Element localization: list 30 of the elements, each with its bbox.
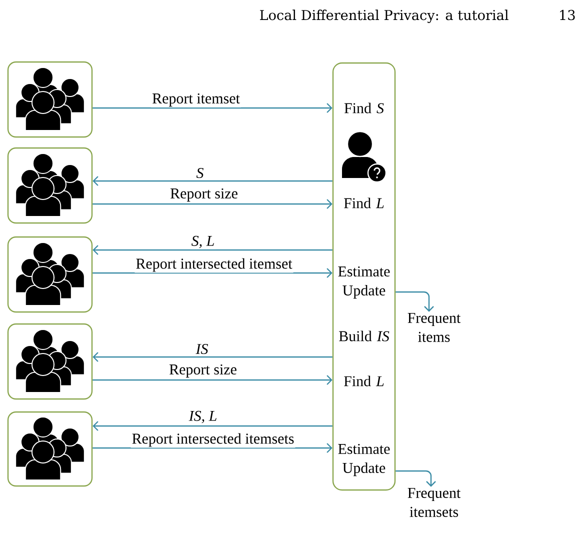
edge-label: Report size	[169, 187, 239, 203]
arrow	[396, 291, 434, 312]
arrow	[92, 375, 332, 385]
step-label: Find L	[344, 376, 384, 386]
arrow	[92, 103, 332, 113]
step-label: Estimate Update	[338, 444, 390, 476]
arrow	[396, 470, 436, 487]
step-label: Find S	[344, 102, 384, 114]
output-label: Frequent items	[408, 313, 461, 342]
edge-label: S, L	[190, 234, 216, 250]
arrow	[92, 443, 332, 453]
edge-label: Report size	[168, 363, 238, 379]
edge-label: Report intersected itemset	[134, 257, 294, 273]
edge-label: IS, L	[188, 410, 218, 424]
step-label: Build IS	[339, 330, 390, 342]
arrow	[92, 268, 332, 278]
arrow	[92, 245, 332, 255]
step-label: Find L	[344, 198, 384, 208]
output-label: Frequent itemsets	[408, 488, 461, 517]
edge-label: S	[195, 166, 205, 180]
edge-label: Report intersected itemsets	[130, 432, 296, 448]
arrow	[92, 421, 332, 431]
edge-label: IS	[194, 342, 210, 356]
edge-label: Report itemset	[151, 92, 241, 108]
page-number: 13	[560, 10, 575, 20]
step-label: Estimate Update	[338, 266, 390, 299]
arrow	[92, 352, 332, 362]
arrow	[92, 199, 332, 209]
running-header: Local Differential Privacy: a tutorial	[260, 10, 508, 24]
arrow	[92, 176, 332, 186]
